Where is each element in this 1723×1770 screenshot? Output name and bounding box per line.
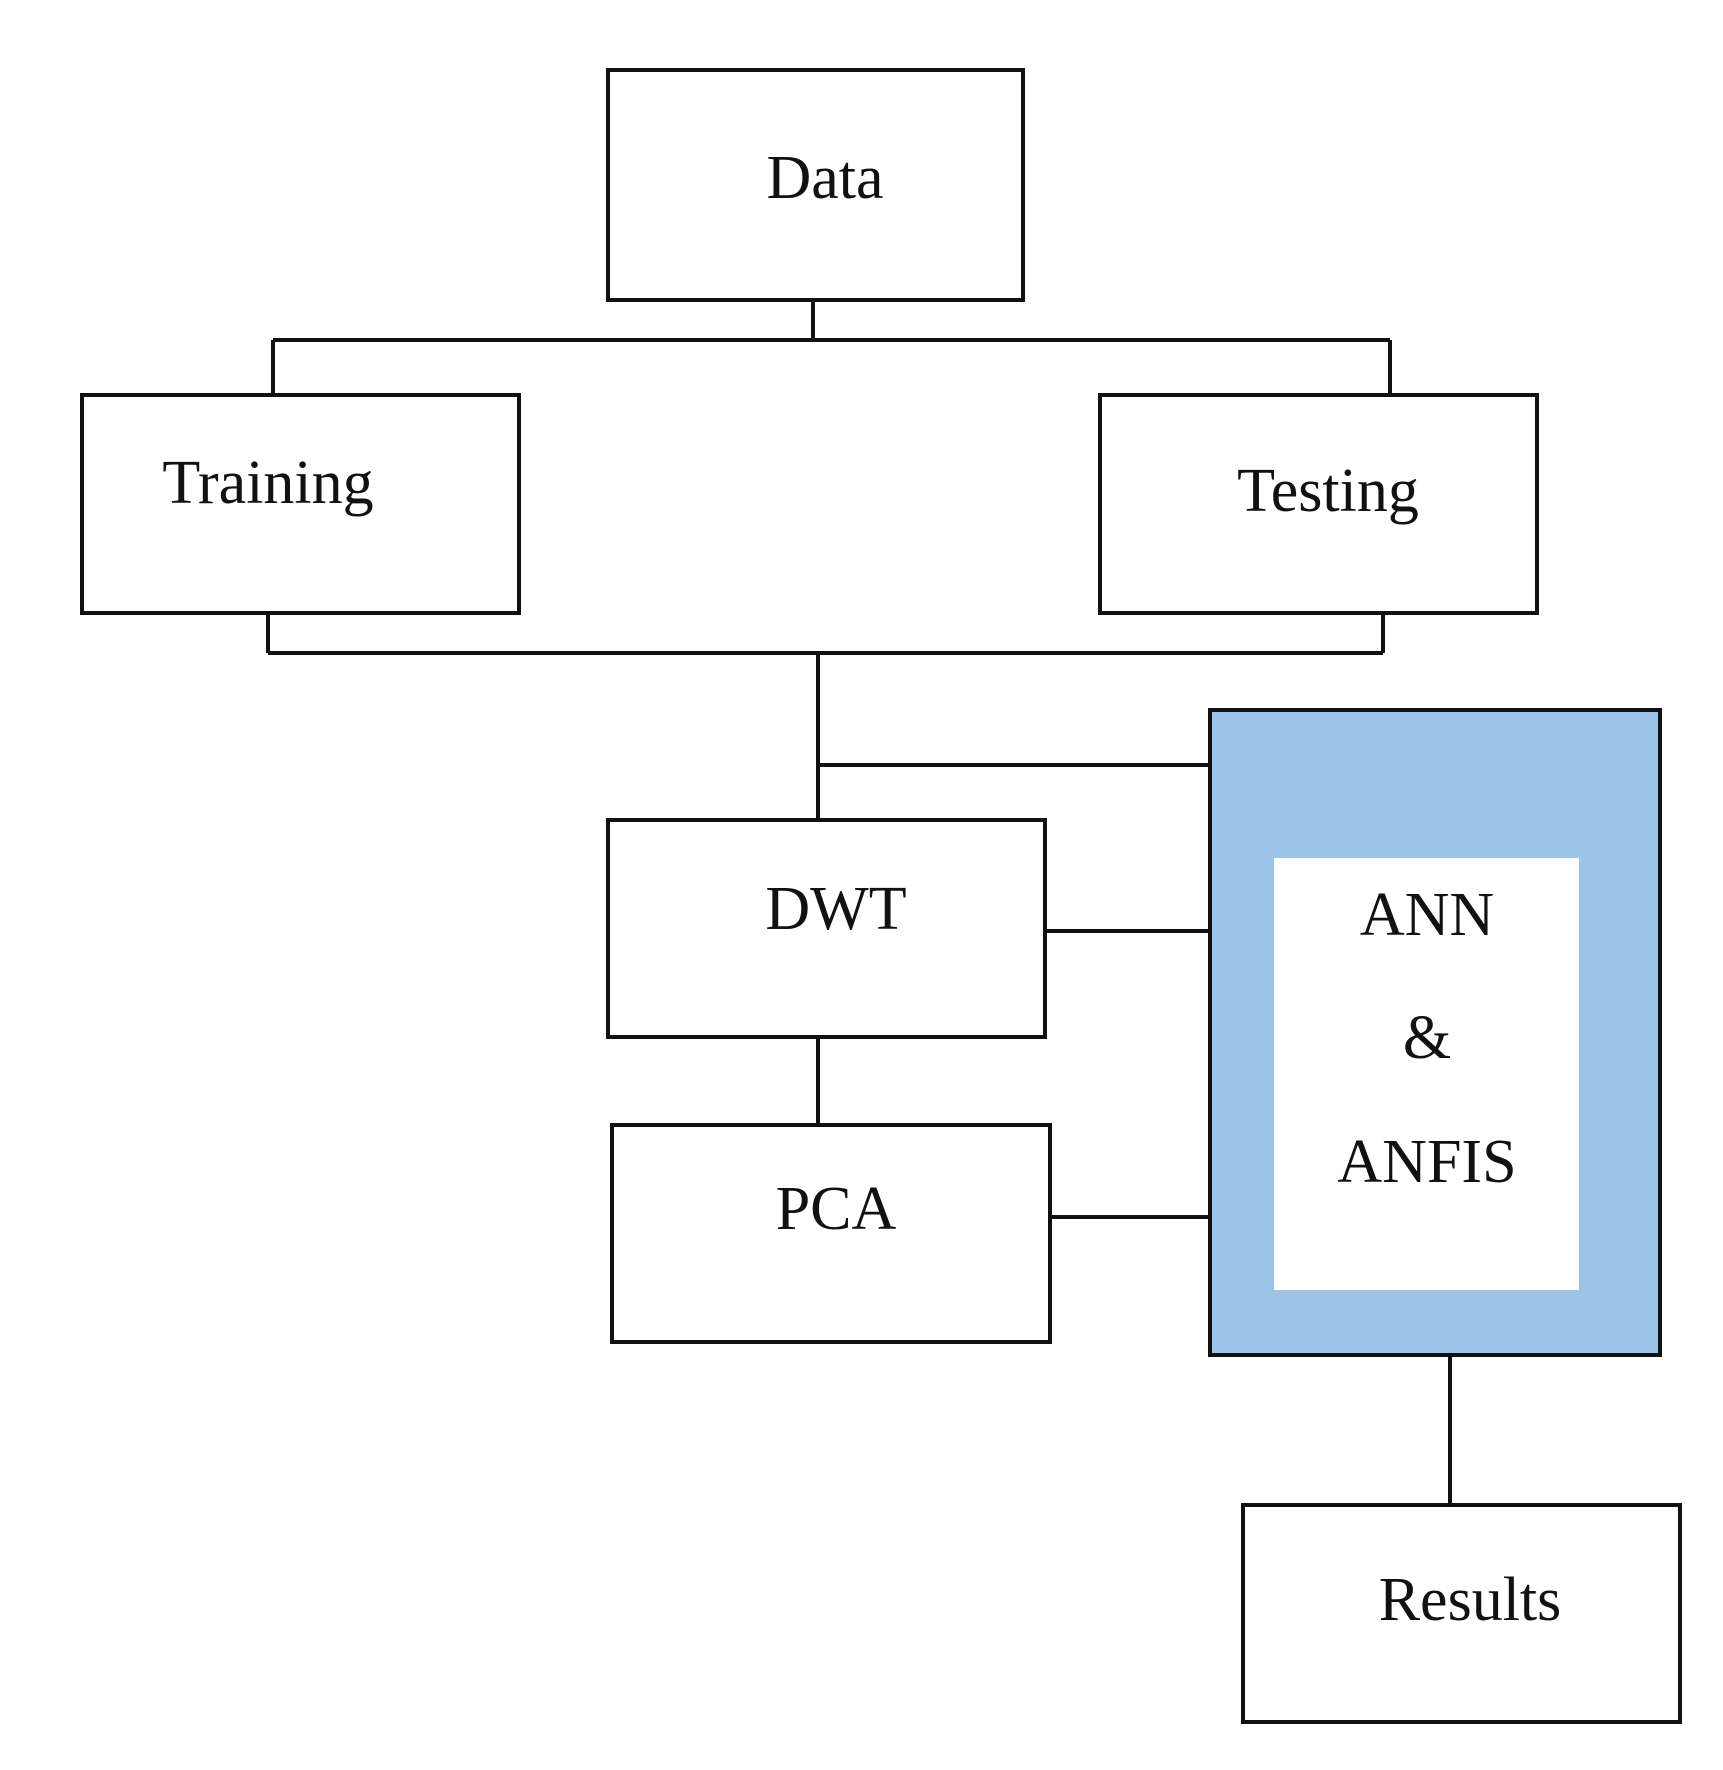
dwt-node: DWT	[606, 818, 1047, 1039]
testing-node: Testing	[1098, 393, 1539, 615]
dwt-label: DWT	[765, 875, 906, 943]
model-label-line-3: ANFIS	[1337, 1128, 1516, 1196]
pca-node: PCA	[610, 1123, 1052, 1344]
results-node: Results	[1241, 1503, 1682, 1724]
model-label-line-1: ANN	[1360, 881, 1494, 949]
results-label: Results	[1379, 1566, 1562, 1634]
data-label: Data	[766, 144, 883, 212]
model-node: ANN & ANFIS	[1208, 708, 1662, 1357]
training-node: Training	[80, 393, 521, 615]
testing-label: Testing	[1237, 457, 1419, 525]
model-inner-panel	[1274, 858, 1579, 1290]
model-label-line-2: &	[1403, 1004, 1451, 1072]
pca-label: PCA	[776, 1175, 897, 1243]
training-label: Training	[162, 449, 373, 517]
connectors	[266, 300, 1452, 1505]
data-node: Data	[606, 68, 1025, 302]
